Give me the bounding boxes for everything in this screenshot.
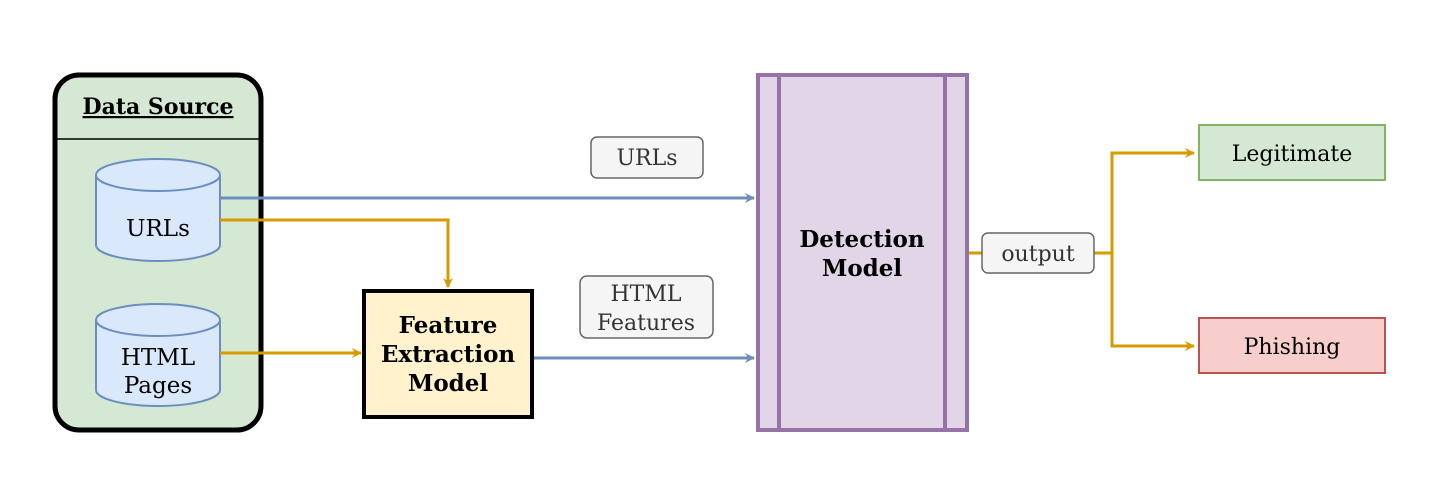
urls-to-feature-arrow: [220, 218, 453, 288]
detection-model-line1: Detection: [799, 226, 925, 253]
phishing-output: Phishing: [1198, 317, 1386, 374]
legitimate-output: Legitimate: [1198, 124, 1386, 181]
output-to-legitimate-arrow: [1110, 148, 1195, 253]
feature-extraction-line1: Feature: [399, 312, 498, 339]
urls-edge-label-text: URLs: [616, 146, 677, 171]
phishing-label: Phishing: [1244, 335, 1341, 360]
detection-model: Detection Model: [756, 73, 969, 432]
output-edge-label-text: output: [1001, 242, 1075, 267]
html-features-line1: HTML: [611, 282, 682, 307]
output-to-phishing-arrow: [1110, 253, 1195, 351]
html-features-line2: Features: [597, 311, 695, 336]
detection-model-line2: Model: [822, 255, 903, 282]
feature-extraction-model: Feature Extraction Model: [362, 289, 534, 419]
urls-edge-label: URLs: [590, 136, 704, 179]
html-pages-label-line2: Pages: [124, 373, 192, 399]
feature-extraction-line2: Extraction: [381, 341, 516, 368]
html-features-edge-label: HTML Features: [579, 275, 714, 339]
data-source-title: Data Source: [83, 94, 234, 120]
legitimate-label: Legitimate: [1232, 142, 1352, 167]
output-edge-label: output: [981, 232, 1095, 274]
urls-database-label: URLs: [126, 216, 190, 242]
urls-database: URLs: [95, 158, 221, 262]
html-pages-database: HTML Pages: [95, 303, 221, 407]
html-pages-label-line1: HTML: [121, 345, 195, 371]
feature-extraction-line3: Model: [408, 370, 489, 397]
